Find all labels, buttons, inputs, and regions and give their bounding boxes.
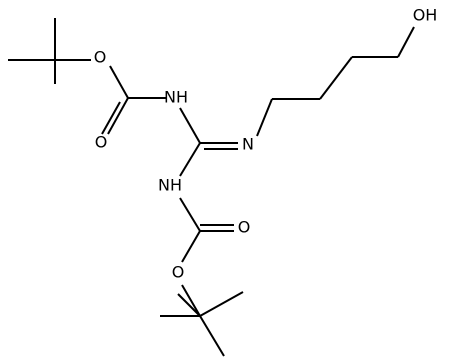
guanidine-c-to-bottom-nh-bond: [179, 142, 201, 177]
chain-bond-2: [319, 56, 353, 100]
bottom-ester-o-to-tbu-bond: [181, 284, 201, 317]
top-ester-o-label: O: [94, 48, 107, 67]
top-ester-o-to-carbonyl-c-bond: [109, 65, 129, 99]
hydroxyl-label: OH: [413, 6, 438, 25]
top-nh-label: NH: [164, 88, 188, 107]
bottom-nh-label: NH: [158, 176, 182, 195]
imine-n-label: N: [242, 135, 254, 154]
bottom-ester-o-label: O: [172, 263, 185, 282]
bottom-tbu-right-methyl-bond: [199, 291, 244, 317]
top-carbonyl-double-bond-outer: [107, 97, 129, 135]
top-tert-butyl-group: [8, 18, 91, 84]
bottom-tert-butyl-group: [160, 291, 244, 357]
bottom-carbonyl-o-label: O: [238, 218, 251, 237]
imine-n-to-chain-bond: [256, 98, 273, 137]
top-carbonyl-o-label: O: [95, 133, 108, 152]
bottom-carbonyl-c-to-ester-o-bond: [181, 230, 201, 263]
bottom-tbu-upper-left-methyl-bond: [177, 293, 201, 317]
bottom-tbu-lower-methyl-bond: [199, 315, 225, 357]
chain-to-hydroxyl-bond: [397, 26, 415, 58]
top-nh-to-guanidine-c-bond: [179, 107, 201, 144]
bottom-nh-to-carbonyl-c-bond: [179, 197, 201, 232]
top-carbonyl-double-bond-inner: [101, 101, 121, 135]
